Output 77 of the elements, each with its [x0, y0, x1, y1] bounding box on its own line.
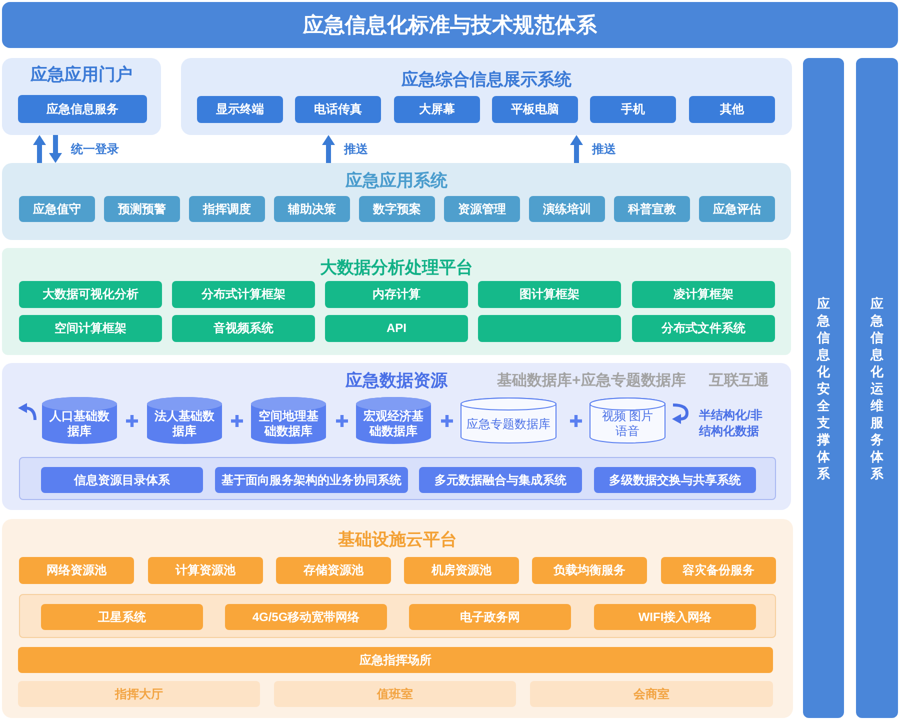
module-box: 容灾备份服务 [661, 557, 776, 584]
module-box: 平板电脑 [492, 96, 578, 123]
module-box: 应急值守 [19, 196, 95, 222]
module-box: 分布式计算框架 [172, 281, 315, 308]
module-box: 基于面向服务架构的业务协同系统 [215, 467, 408, 493]
module-box: 手机 [590, 96, 676, 123]
layer-panel [181, 58, 792, 135]
layer-panel [2, 248, 791, 355]
module-box [478, 315, 621, 342]
panel-heading: 应急数据资源 [346, 370, 448, 392]
module-box: 网络资源池 [19, 557, 134, 584]
module-box: 多级数据交换与共享系统 [594, 467, 756, 493]
module-box: 应急指挥场所 [18, 647, 773, 673]
module-box: 显示终端 [197, 96, 283, 123]
module-box: 预测预警 [104, 196, 180, 222]
group-panel [19, 594, 776, 638]
title-banner: 应急信息化标准与技术规范体系 [2, 2, 898, 48]
panel-subtitle: 基础数据库+应急专题数据库 [497, 371, 686, 391]
side-pillar: 应急信息化安全支撑体系 [803, 58, 844, 718]
module-box: 卫星系统 [41, 604, 203, 630]
panel-heading: 应急综合信息展示系统 [402, 69, 572, 91]
module-box: 大数据可视化分析 [19, 281, 162, 308]
module-box: 应急评估 [699, 196, 775, 222]
panel-heading: 基础设施云平台 [338, 529, 457, 551]
annotation-text: 半结构化/非结构化数据 [699, 407, 764, 439]
arrow [322, 135, 335, 163]
layer-panel [2, 363, 791, 510]
module-box: 演练培训 [529, 196, 605, 222]
module-box: 数字预案 [359, 196, 435, 222]
module-box: 机房资源池 [404, 557, 519, 584]
module-box: 凌计算框架 [632, 281, 775, 308]
panel-heading: 大数据分析处理平台 [320, 257, 473, 279]
module-box: 大屏幕 [394, 96, 480, 123]
database-cylinder: 空间地理基础数据库 [251, 397, 326, 444]
module-box: 电子政务网 [409, 604, 571, 630]
panel-heading: 应急应用门户 [30, 64, 132, 86]
database-cylinder: 人口基础数据库 [42, 397, 117, 444]
module-box: 电话传真 [295, 96, 381, 123]
layer-panel [2, 163, 791, 240]
module-box: 值班室 [274, 681, 516, 707]
module-box: 指挥大厅 [18, 681, 260, 707]
edge-label: 推送 [590, 141, 618, 157]
arrow [49, 135, 62, 163]
module-box: 存储资源池 [276, 557, 391, 584]
database-cylinder: 法人基础数据库 [147, 397, 222, 444]
module-box: 指挥调度 [189, 196, 265, 222]
module-box: 科普宣教 [614, 196, 690, 222]
module-box: WIFI接入网络 [594, 604, 756, 630]
database-cylinder: 应急专题数据库 [460, 397, 557, 444]
module-box: 辅助决策 [274, 196, 350, 222]
module-box: 计算资源池 [148, 557, 263, 584]
module-box: 4G/5G移动宽带网络 [225, 604, 387, 630]
panel-subtitle: 互联互通 [709, 371, 769, 391]
module-box: 多元数据融合与集成系统 [419, 467, 582, 493]
module-box: 图计算框架 [478, 281, 621, 308]
module-box: 负载均衡服务 [532, 557, 647, 584]
module-box: 资源管理 [444, 196, 520, 222]
module-box: API [325, 315, 468, 342]
layer-panel [2, 519, 793, 718]
module-box: 会商室 [530, 681, 773, 707]
arrow [33, 135, 46, 163]
database-cylinder: 视频 图片语音 [589, 397, 666, 444]
edge-label: 统一登录 [69, 141, 121, 157]
database-cylinder: 宏观经济基础数据库 [356, 397, 431, 444]
module-box: 音视频系统 [172, 315, 315, 342]
module-box: 其他 [689, 96, 775, 123]
module-box: 空间计算框架 [19, 315, 162, 342]
arrow [570, 135, 583, 163]
module-box: 内存计算 [325, 281, 468, 308]
module-box: 信息资源目录体系 [41, 467, 203, 493]
group-panel [19, 457, 776, 500]
panel-heading: 应急应用系统 [346, 170, 448, 192]
edge-label: 推送 [342, 141, 370, 157]
module-box: 分布式文件系统 [632, 315, 775, 342]
side-pillar: 应急信息化运维服务体系 [856, 58, 898, 718]
module-box: 应急信息服务 [18, 95, 147, 123]
layer-panel [2, 58, 161, 135]
